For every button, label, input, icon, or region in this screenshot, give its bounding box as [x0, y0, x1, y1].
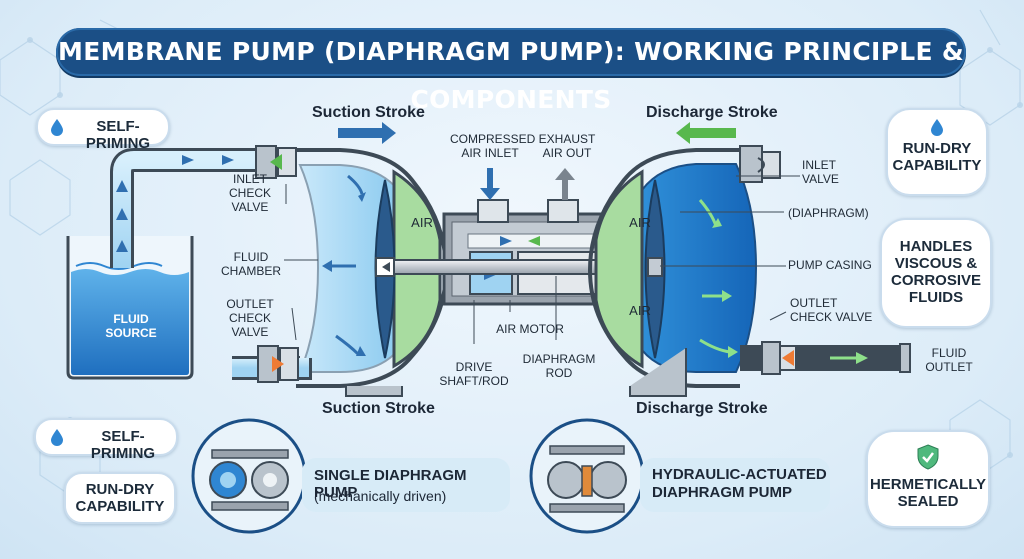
- water-drop-icon: [51, 119, 63, 136]
- single-pump-illustration: [191, 418, 307, 534]
- drive-shaft-label: DRIVE SHAFT/ROD: [439, 360, 509, 388]
- left-pump-housing: [296, 148, 449, 397]
- fluid-outlet-pipe: [740, 341, 911, 375]
- diaphragm-label: (DIAPHRAGM): [788, 206, 869, 220]
- hydraulic-pump-illustration: [529, 418, 645, 534]
- page-title: MEMBRANE PUMP (DIAPHRAGM PUMP): WORKING …: [58, 37, 964, 114]
- title-banner: MEMBRANE PUMP (DIAPHRAGM PUMP): WORKING …: [56, 28, 966, 114]
- air-inlet-arrow: [480, 168, 500, 200]
- fluid-source-label: FLUID SOURCE: [105, 312, 157, 340]
- inlet-check-valve-label: INLET CHECK VALVE: [228, 172, 271, 214]
- single-pump-title: SINGLE DIAPHRAGM PUMP: [314, 467, 467, 501]
- fluid-source-tank: [66, 236, 194, 380]
- discharge-direction-arrow: [676, 122, 736, 144]
- outlet-check-valve-left: [232, 345, 312, 383]
- single-diaphragm-card: SINGLE DIAPHRAGM PUMP (mechanically driv…: [302, 458, 510, 512]
- viscous-fluids-text: HANDLES VISCOUS & CORROSIVE FLUIDS: [890, 238, 981, 306]
- diaphragm-rod-label: DIAPHRAGM ROD: [522, 352, 596, 380]
- hydraulic-diaphragm-card: HYDRAULIC-ACTUATED DIAPHRAGM PUMP: [640, 458, 830, 512]
- outlet-check-valve-left-label: OUTLET CHECK VALVE: [226, 297, 274, 339]
- run-dry-badge-bottom: RUN-DRY CAPABILITY: [64, 472, 176, 524]
- fluid-outlet-label: FLUID OUTLET: [925, 346, 973, 374]
- self-priming-text: SELF-PRIMING: [90, 428, 156, 462]
- discharge-stroke-title-bottom: Discharge Stroke: [636, 400, 768, 417]
- suction-flow-arrows: [116, 155, 234, 252]
- right-pump-housing: [587, 148, 758, 397]
- run-dry-text: RUN-DRY CAPABILITY: [892, 140, 982, 174]
- outlet-check-valve-right-label: OUTLET CHECK VALVE: [790, 296, 873, 324]
- suction-pipe: [110, 148, 258, 268]
- leader-lines: [284, 175, 800, 344]
- air-chamber-right-top-label: AIR: [629, 215, 651, 230]
- viscous-fluids-badge: HANDLES VISCOUS & CORROSIVE FLUIDS: [880, 218, 992, 328]
- self-priming-badge-top: SELF-PRIMING: [36, 108, 170, 152]
- single-pump-subtitle: (mechanically driven): [314, 488, 447, 504]
- hermetically-sealed-text: HERMETICALLY SEALED: [869, 476, 987, 510]
- air-chamber-right-bottom-label: AIR: [629, 303, 651, 318]
- self-priming-text: SELF-PRIMING: [85, 118, 151, 152]
- water-drop-icon: [931, 119, 943, 136]
- run-dry-text: RUN-DRY CAPABILITY: [75, 481, 165, 515]
- run-dry-badge-right: RUN-DRY CAPABILITY: [886, 108, 988, 196]
- self-priming-badge-bottom: SELF-PRIMING: [34, 418, 178, 462]
- inlet-valve-right: [739, 145, 781, 183]
- compressed-air-label: COMPRESSED AIR INLET: [450, 132, 536, 160]
- discharge-stroke-title-top: Discharge Stroke: [646, 104, 778, 121]
- water-drop-icon: [51, 429, 63, 446]
- inlet-check-valve-left: [255, 145, 297, 179]
- suction-direction-arrow: [338, 122, 396, 144]
- fluid-chamber-label: FLUID CHAMBER: [220, 250, 281, 278]
- pump-casing-label: PUMP CASING: [788, 258, 872, 272]
- inlet-valve-label: INLET VALVE: [802, 158, 839, 186]
- air-motor-label: AIR MOTOR: [496, 322, 564, 336]
- exhaust-air-arrow: [555, 168, 575, 200]
- shield-check-icon: [917, 444, 939, 470]
- suction-stroke-title-bottom: Suction Stroke: [322, 400, 435, 417]
- air-chamber-left-label: AIR: [411, 215, 433, 230]
- exhaust-air-label: EXHAUST AIR OUT: [538, 132, 596, 160]
- hydraulic-pump-title: HYDRAULIC-ACTUATED DIAPHRAGM PUMP: [652, 466, 827, 501]
- hermetically-sealed-badge: HERMETICALLY SEALED: [866, 430, 990, 528]
- suction-stroke-title-top: Suction Stroke: [312, 104, 425, 121]
